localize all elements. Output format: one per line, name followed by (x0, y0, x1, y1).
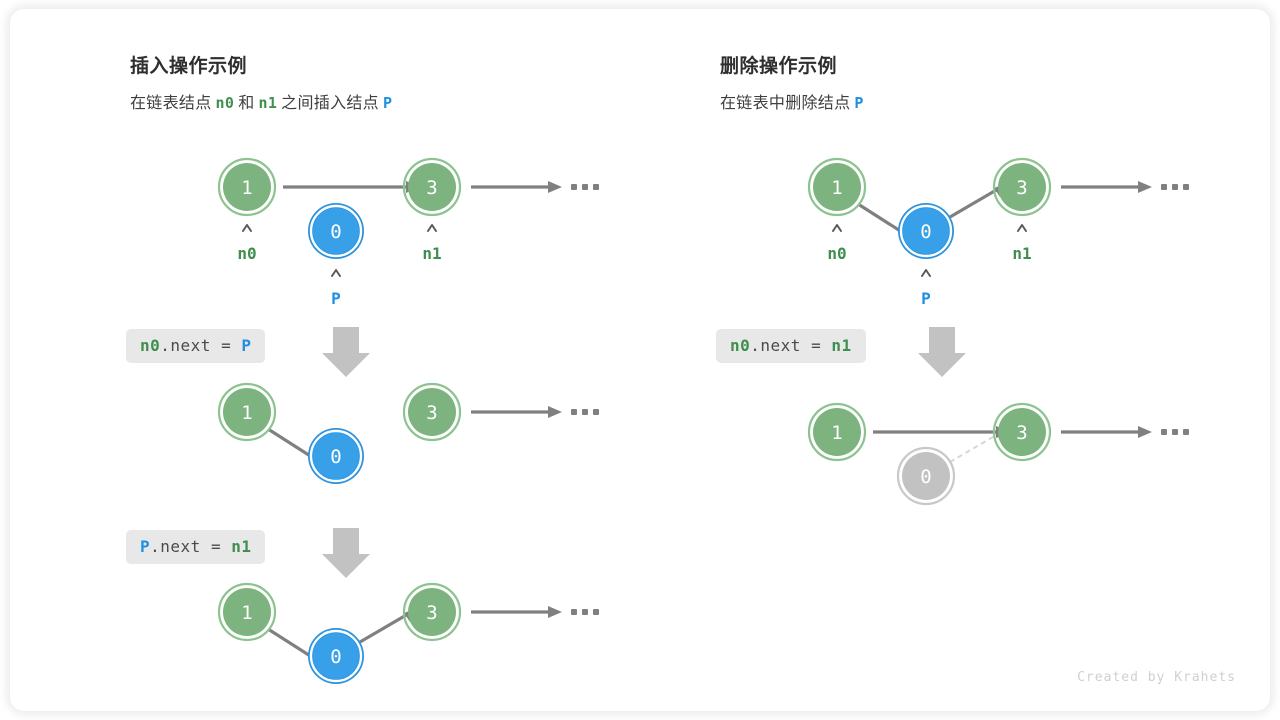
node-p: 0 (308, 203, 364, 259)
subtitle-code-p: P (854, 94, 864, 112)
arrow-n1-to-tail (471, 181, 562, 193)
caret-icon-p (331, 269, 341, 277)
credit-text: Created by Krahets (1077, 670, 1236, 685)
caret-icon-n1 (427, 224, 437, 232)
subtitle-code-p: P (382, 94, 393, 112)
node-p: 0 (898, 203, 954, 259)
subtitle-text-1: 在链表中删除结点 (720, 95, 851, 112)
pointer-label-n0: n0 (827, 244, 846, 263)
code-target: n0 (730, 336, 751, 355)
pointer-label-p: P (331, 289, 341, 308)
arrow-n0-to-n1 (873, 426, 1010, 438)
pointer-label-n1: n1 (422, 244, 441, 263)
ellipsis-icon (571, 409, 599, 415)
node-n1-value: 3 (426, 177, 437, 199)
pointer-label-n0: n0 (237, 244, 256, 263)
pointer-label-n1: n1 (1012, 244, 1031, 263)
down-arrow-delete-1 (918, 327, 966, 377)
caret-icon-n1 (1017, 224, 1027, 232)
node-n0: 1 (807, 157, 867, 217)
code-chip-insert-1: n0.next = P (126, 329, 266, 363)
node-n0-value: 1 (831, 422, 842, 444)
node-n0: 1 (807, 402, 867, 462)
ellipsis-icon (571, 184, 599, 190)
ellipsis-icon (1161, 184, 1189, 190)
code-target: P (140, 537, 151, 556)
ellipsis-icon (571, 609, 599, 615)
caret-icon-n0 (242, 224, 252, 232)
node-p-value: 0 (330, 446, 341, 468)
delete-step-1-diagram: 1 3 0 (807, 402, 1189, 506)
subtitle-text-1: 在链表结点 (130, 95, 212, 112)
subtitle-text-3: 之间插入结点 (281, 95, 379, 112)
node-n0-value: 1 (241, 177, 252, 199)
code-chip-delete-1: n0.next = n1 (716, 329, 866, 363)
node-n0: 1 (217, 582, 277, 642)
panel-insert-title: 插入操作示例 (130, 56, 248, 77)
ellipsis-icon (1161, 429, 1189, 435)
subtitle-code-n1: n1 (258, 94, 278, 112)
node-p-value: 0 (920, 221, 931, 243)
node-n0-value: 1 (241, 602, 252, 624)
arrow-n1-to-tail (471, 406, 562, 418)
node-n1: 3 (402, 157, 462, 217)
caret-icon-n0 (832, 224, 842, 232)
node-p-removed-value: 0 (920, 466, 931, 488)
subtitle-code-n0: n0 (215, 94, 235, 112)
node-n1-value: 3 (426, 402, 437, 424)
code-value: n1 (231, 537, 252, 556)
down-arrow-insert-2 (322, 528, 370, 578)
caret-icon-p (921, 269, 931, 277)
arrow-n1-to-tail (1061, 181, 1152, 193)
node-n1: 3 (992, 157, 1052, 217)
arrow-n0-to-n1 (283, 181, 420, 193)
code-value: n1 (831, 336, 852, 355)
node-n1-value: 3 (1016, 422, 1027, 444)
subtitle-text-2: 和 (238, 95, 255, 112)
code-chip-insert-2: P.next = n1 (126, 530, 266, 564)
insert-step-2-diagram: 1 3 0 (217, 582, 599, 684)
node-n0-value: 1 (241, 402, 252, 424)
node-p: 0 (308, 628, 364, 684)
node-p-value: 0 (330, 646, 341, 668)
node-n1: 3 (402, 582, 462, 642)
down-arrow-insert-1 (322, 327, 370, 377)
arrow-n1-to-tail (471, 606, 562, 618)
node-p-removed: 0 (896, 446, 956, 506)
insert-step-1-diagram: 1 3 0 (217, 382, 599, 484)
code-value: P (241, 336, 252, 355)
delete-step-0-diagram: 1 n0 3 n1 0 P (807, 157, 1189, 308)
code-middle: .next = (150, 537, 232, 556)
node-p: 0 (308, 428, 364, 484)
code-middle: .next = (750, 336, 832, 355)
panel-delete-title: 删除操作示例 (720, 56, 838, 77)
code-target: n0 (140, 336, 161, 355)
arrow-n1-to-tail (1061, 426, 1152, 438)
node-n0: 1 (217, 382, 277, 442)
code-middle: .next = (160, 336, 242, 355)
node-p-value: 0 (330, 221, 341, 243)
node-n0-value: 1 (831, 177, 842, 199)
node-n1-value: 3 (1016, 177, 1027, 199)
node-n1: 3 (402, 382, 462, 442)
node-n0: 1 (217, 157, 277, 217)
node-n1-value: 3 (426, 602, 437, 624)
pointer-label-p: P (921, 289, 931, 308)
node-n1: 3 (992, 402, 1052, 462)
insert-step-0-diagram: 1 n0 0 P 3 n1 (217, 157, 599, 308)
